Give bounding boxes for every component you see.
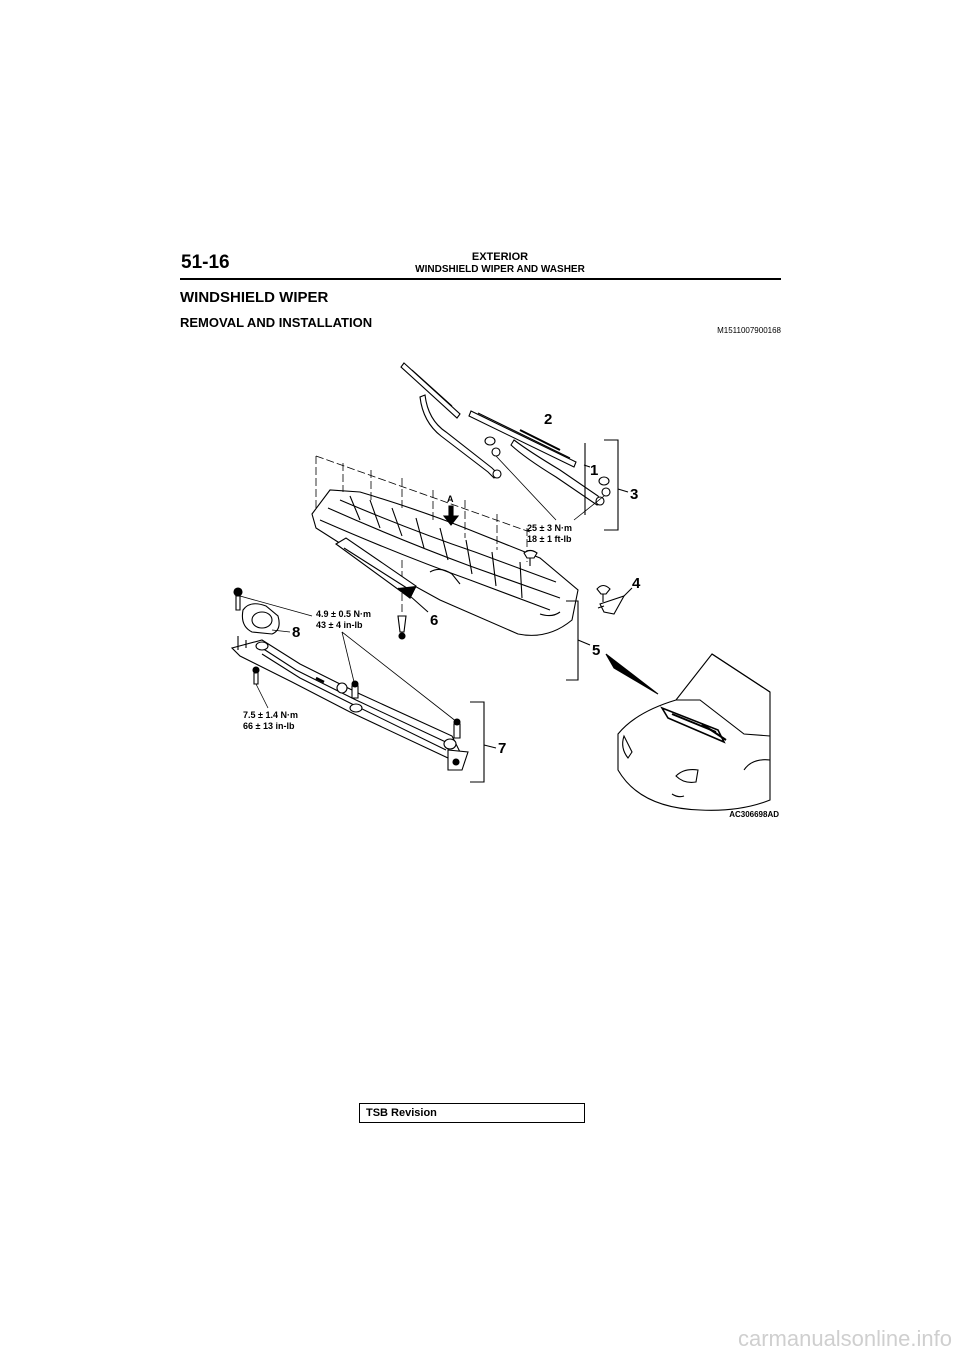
vehicle-locator bbox=[605, 653, 771, 811]
torque-linkage-metric: 7.5 ± 1.4 N·m bbox=[243, 710, 298, 720]
torque-cowl-imperial: 43 ± 4 in-lb bbox=[316, 620, 363, 630]
bracket-3-outer bbox=[604, 439, 619, 531]
wiper-arm-left bbox=[419, 394, 502, 479]
section-header: WINDSHIELD WIPER AND WASHER bbox=[415, 264, 585, 275]
wiper-motor bbox=[233, 587, 280, 635]
callout-3: 3 bbox=[630, 486, 638, 503]
cover-clip bbox=[523, 549, 538, 566]
torque-linkage-imperial: 66 ± 13 in-lb bbox=[243, 721, 295, 731]
tsb-revision-label: TSB Revision bbox=[366, 1107, 437, 1119]
cover-screw bbox=[397, 615, 407, 640]
subsection-title: REMOVAL AND INSTALLATION bbox=[180, 315, 373, 330]
cover-fastener-4 bbox=[596, 584, 633, 615]
wiper-arm-right bbox=[510, 439, 605, 506]
callout-1: 1 bbox=[590, 462, 598, 479]
document-id: M1511007900168 bbox=[717, 326, 781, 335]
cowl-top-cover bbox=[311, 489, 579, 636]
torque-arm-metric: 25 ± 3 N·m bbox=[527, 523, 572, 533]
cowl-seal bbox=[335, 537, 417, 599]
callout-7: 7 bbox=[498, 740, 506, 757]
bracket-7 bbox=[470, 701, 485, 783]
view-label-a: A bbox=[447, 494, 454, 504]
callout-6: 6 bbox=[430, 612, 438, 629]
section-title: WINDSHIELD WIPER bbox=[180, 289, 329, 306]
wiper-blade-left bbox=[400, 362, 461, 419]
wiper-exploded-diagram: 2 1 3 4 5 6 7 8 A 25 ± 3 N·m 18 ± 1 ft-l… bbox=[230, 362, 771, 811]
page-number: 51-16 bbox=[181, 252, 230, 273]
tsb-revision-box: TSB Revision bbox=[359, 1103, 585, 1123]
callout-2: 2 bbox=[544, 411, 552, 428]
figure-id: AC306698AD bbox=[729, 810, 779, 819]
arm-nut-caps bbox=[484, 436, 611, 497]
wiper-blade-right bbox=[468, 410, 577, 468]
callout-8: 8 bbox=[292, 624, 300, 641]
torque-arm-imperial: 18 ± 1 ft-lb bbox=[527, 534, 572, 544]
callout-5: 5 bbox=[592, 642, 600, 659]
callout-4: 4 bbox=[632, 575, 641, 592]
header-rule bbox=[180, 278, 781, 280]
chapter-title: EXTERIOR bbox=[471, 251, 529, 263]
torque-cowl-metric: 4.9 ± 0.5 N·m bbox=[316, 609, 371, 619]
view-arrow-a bbox=[442, 505, 460, 526]
wiper-linkage bbox=[230, 639, 469, 771]
watermark: carmanualsonline.info bbox=[737, 1326, 952, 1351]
